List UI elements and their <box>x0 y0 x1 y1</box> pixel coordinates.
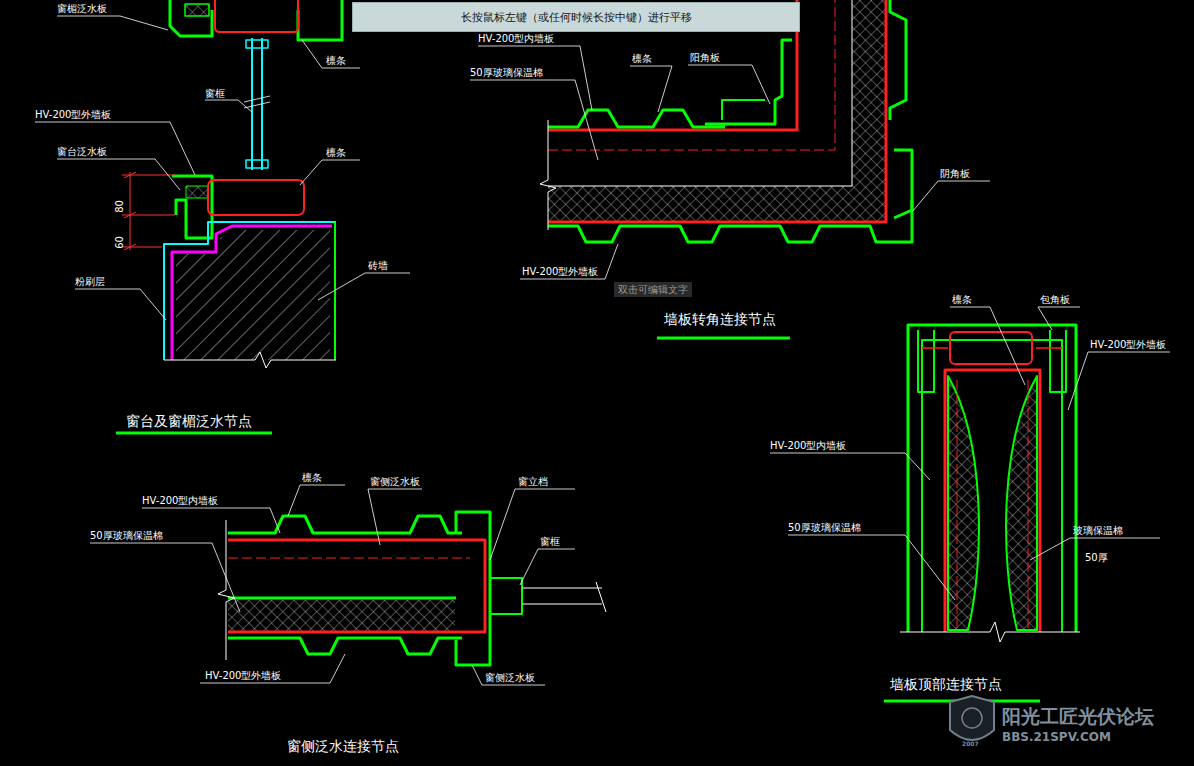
part-label: 窗楣泛水板 <box>57 3 107 14</box>
detail-title: 墙板顶部连接节点 <box>890 677 1002 692</box>
part-label: 50厚 <box>1085 552 1108 563</box>
part-label: HV-200型外墙板 <box>35 109 111 120</box>
part-label: HV-200型外墙板 <box>205 670 281 681</box>
part-label: HV-200型内墙板 <box>478 33 554 44</box>
watermark: BBS.21SPV.COM <box>1002 731 1111 744</box>
part-label: 檩条 <box>952 294 972 305</box>
part-label: 50厚玻璃保温棉 <box>788 522 861 533</box>
part-label: 50厚玻璃保温棉 <box>470 67 543 78</box>
edit-tooltip: 双击可编辑文字 <box>614 282 692 297</box>
part-label: 窗框 <box>540 536 560 547</box>
part-label: 檩条 <box>326 147 346 158</box>
part-label: HV-200型内墙板 <box>142 495 218 506</box>
part-label: 檩条 <box>326 55 346 66</box>
part-label: HV-200型外墙板 <box>522 266 598 277</box>
part-label: 砖墙 <box>368 260 388 271</box>
part-label: 窗侧泛水板 <box>485 672 535 683</box>
part-label: 50厚玻璃保温棉 <box>90 530 163 541</box>
part-label: 粉刷层 <box>75 276 105 287</box>
watermark: 2007 <box>962 741 979 748</box>
part-label: 玻璃保温棉 <box>1073 525 1123 536</box>
detail-title: 墙板转角连接节点 <box>664 312 776 327</box>
pan-hint-banner: 长按鼠标左键（或任何时候长按中键）进行平移 <box>352 2 800 32</box>
dimension-value: 80 <box>114 200 125 213</box>
part-label: HV-200型外墙板 <box>1090 339 1166 350</box>
part-label: 窗台泛水板 <box>57 146 107 157</box>
part-label: 窗框 <box>205 88 225 99</box>
part-label: 阳角板 <box>690 52 720 63</box>
detail-title: 窗台及窗楣泛水节点 <box>126 414 252 429</box>
watermark: 阳光工匠光伏论坛 <box>1002 706 1154 727</box>
dimension-value: 60 <box>114 236 125 249</box>
part-label: HV-200型内墙板 <box>770 440 846 451</box>
part-label: 檩条 <box>302 472 322 483</box>
part-label: 阴角板 <box>940 168 970 179</box>
part-label: 窗立档 <box>518 476 548 487</box>
detail-title: 窗侧泛水连接节点 <box>287 739 399 754</box>
part-label: 檩条 <box>632 53 652 64</box>
part-label: 窗侧泛水板 <box>370 476 420 487</box>
part-label: 包角板 <box>1040 294 1070 305</box>
hint-text: 长按鼠标左键（或任何时候长按中键）进行平移 <box>461 10 692 25</box>
